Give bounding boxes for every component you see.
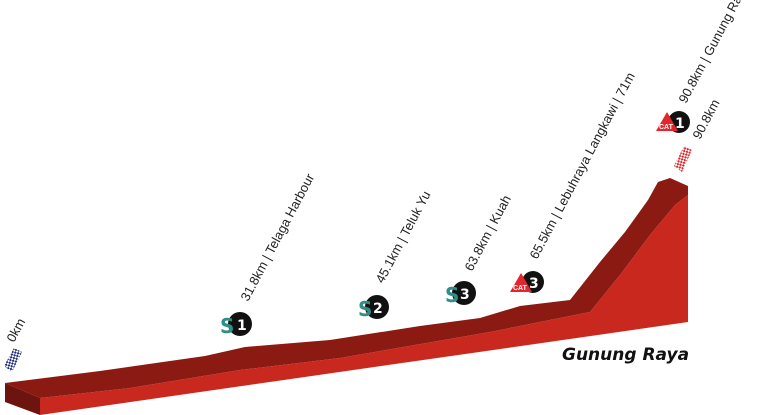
sprint-marker-3: S 3 63.8km | Kuah	[445, 193, 514, 307]
finish-marker: 90.8km	[674, 97, 723, 172]
sprint-label: 63.8km | Kuah	[461, 193, 513, 274]
profile-top-surface	[5, 178, 688, 398]
elevation-profile: Gunung Raya	[5, 178, 689, 415]
profile-left-face	[5, 383, 40, 415]
sprint-icon: S	[220, 314, 234, 338]
sprint-marker-1: S 1 31.8km | Telaga Harbour	[220, 170, 318, 338]
kom-number: 3	[529, 276, 539, 292]
mountain-icon	[510, 273, 532, 292]
sprint-icon: S	[445, 283, 459, 307]
sprint-label: 45.1km | Teluk Yu	[372, 188, 433, 285]
finish-label: 90.8km	[689, 97, 722, 142]
kom-label: 90.8km | Gunung Raya |	[675, 0, 754, 105]
kom-label: 65.5km | Lebuhraya Langkawi | 71m	[526, 70, 637, 262]
cat-label: CAT	[513, 285, 528, 292]
cat-label: CAT	[659, 124, 674, 131]
checkered-flag-icon	[674, 146, 692, 172]
sprint-number: 2	[373, 301, 383, 317]
profile-front-face	[40, 195, 688, 415]
kom-number: 1	[675, 116, 685, 132]
finish-location-name: Gunung Raya	[562, 345, 689, 365]
sprint-icon: S	[358, 297, 372, 321]
sprint-marker-2: S 2 45.1km | Teluk Yu	[358, 188, 433, 321]
checkered-flag-icon	[4, 348, 22, 372]
mountain-icon	[656, 112, 678, 131]
sprint-number: 3	[460, 287, 470, 303]
start-marker: 0km	[3, 316, 28, 372]
sprint-label: 31.8km | Telaga Harbour	[237, 170, 317, 303]
sprint-number: 1	[237, 318, 247, 334]
start-label: 0km	[3, 316, 28, 345]
